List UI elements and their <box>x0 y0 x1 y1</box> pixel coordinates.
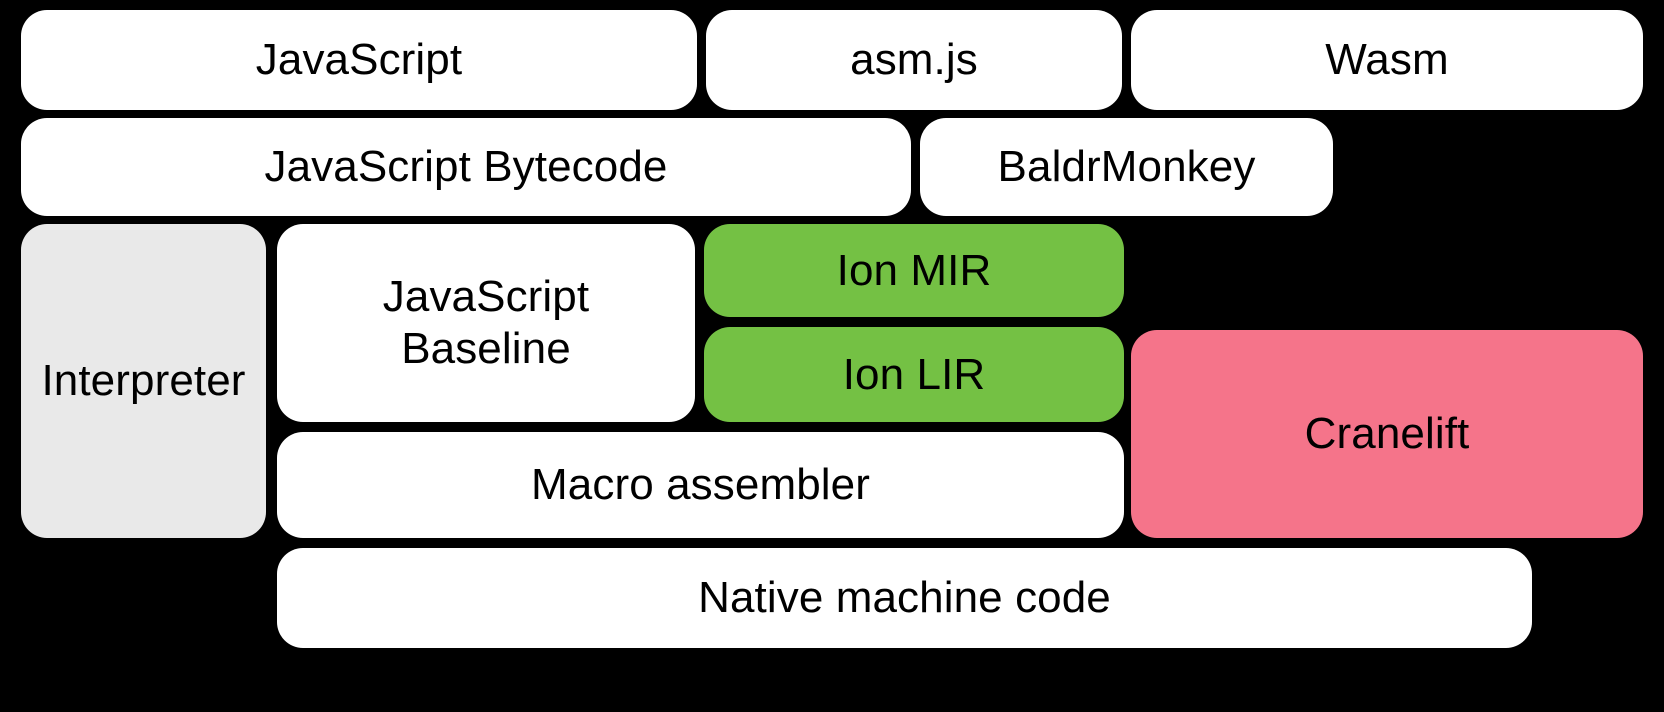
node-macro-assembler: Macro assembler <box>277 432 1124 538</box>
node-baldrmonkey: BaldrMonkey <box>920 118 1333 216</box>
node-javascript-bytecode: JavaScript Bytecode <box>21 118 911 216</box>
node-native-machine-code: Native machine code <box>277 548 1532 648</box>
node-asm-js: asm.js <box>706 10 1122 110</box>
node-ion-mir: Ion MIR <box>704 224 1124 317</box>
node-interpreter: Interpreter <box>21 224 266 538</box>
node-javascript-baseline: JavaScript Baseline <box>277 224 695 422</box>
node-javascript: JavaScript <box>21 10 697 110</box>
node-ion-lir: Ion LIR <box>704 327 1124 422</box>
node-cranelift: Cranelift <box>1131 330 1643 538</box>
node-wasm: Wasm <box>1131 10 1643 110</box>
